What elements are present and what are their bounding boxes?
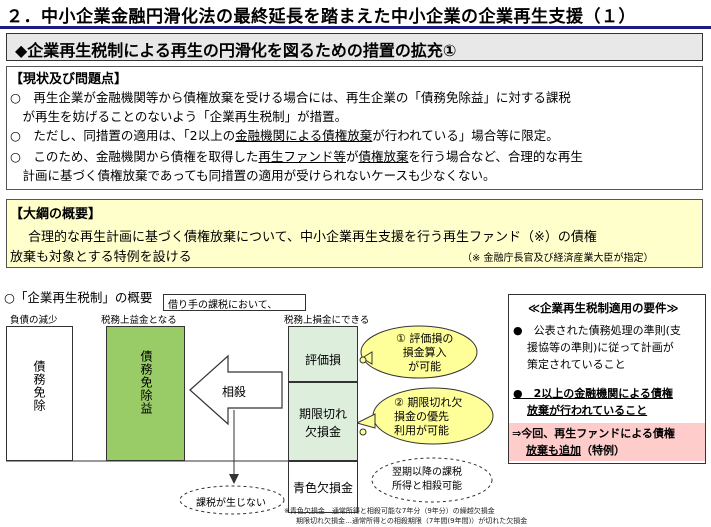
requirements-new-highlight: [509, 423, 705, 461]
issue-line-3-underline: 金融機関による債権放棄: [235, 128, 373, 143]
expired-loss-label-2: 欠損金: [304, 425, 341, 439]
requirement-1-line-3: 策定されていること: [527, 358, 626, 371]
outline-heading: 【大綱の概要】: [10, 207, 102, 222]
page-title: ２．中小企業金融円滑化法の最終延長を踏まえた中小企業の企業再生支援（１）: [6, 7, 636, 27]
issue-line-1: ○ 再生企業が金融機関等から債権放棄を受ける場合には、再生企業の「債務免除益」に…: [10, 90, 571, 105]
requirement-2-line-2: 放棄が行われていること: [527, 404, 648, 417]
expired-loss-box: 期限切れ欠損金: [288, 382, 358, 461]
title-rule: [0, 26, 711, 29]
requirement-1-line-2: 援協等の準則)に従って計画が: [527, 341, 674, 354]
outline-line-2: 放棄も対象とする特例を設ける: [10, 250, 192, 265]
issue-line-3: ○ ただし、同措置の適用は、「2以上の金融機関による債権放棄が行われている」場合…: [10, 126, 559, 145]
cloud-2-line-3: 利用が可能: [394, 424, 449, 437]
section-subtitle: ◆企業再生税制による再生の円滑化を図るための措置の拡充①: [6, 33, 703, 61]
issue-line-4a: ○ このため、金融機関から債権を取得した: [10, 149, 259, 164]
requirement-1: ● 公表された債務処理の準則(支 援協等の準則)に従って計画が 策定されているこ…: [513, 322, 681, 373]
footnote-2: 期限切れ欠損金…通常所得との相殺期限（7年間(9年間)）が切れた欠損金: [296, 517, 528, 525]
cloud-1-line-3: が可能: [408, 360, 442, 373]
col-label-loss: 税務上損金にできる: [284, 315, 370, 326]
col-label-debt: 負債の減少: [10, 315, 58, 326]
expired-loss-label-1: 期限切れ: [298, 407, 347, 421]
requirement-new: ⇒今回、再生ファンドによる債権 放棄も追加（特例）: [512, 425, 675, 459]
exemption-profit-box: [106, 326, 185, 461]
blue-loss-label: 青色欠損金: [292, 481, 353, 495]
blue-loss-box: 青色欠損金: [288, 461, 358, 513]
requirements-heading: ≪企業再生税制適用の要件≫: [528, 301, 679, 315]
issue-line-2: が再生を妨げることのないよう「企業再生税制」が措置。: [10, 109, 348, 124]
outline-note: （※ 金融庁長官及び経済産業大臣が指定）: [462, 253, 654, 264]
issue-line-4b: が: [345, 149, 359, 164]
outline-box: [6, 199, 703, 268]
requirement-new-line-2b: （特例）: [581, 444, 625, 457]
requirement-2-line-1: ● 2以上の金融機関による債権: [513, 387, 673, 400]
cloud-1-text: ① 評価損の 損金算入 が可能: [396, 332, 453, 374]
issue-line-4: ○ このため、金融機関から債権を取得した再生ファンド等が債権放棄を行う場合など、…: [10, 147, 583, 166]
diagram-callout: 借り手の課税において、: [163, 294, 306, 311]
no-tax-label: 課税が生じない: [196, 498, 266, 509]
issues-box: [6, 66, 703, 190]
cloud-1-line-1: ① 評価損の: [396, 332, 454, 345]
valuation-loss-label: 評価損: [304, 353, 341, 367]
cloud-3-line-1: 翌期以降の課税: [392, 467, 462, 478]
issue-line-4-underline-2: 債権放棄: [358, 149, 409, 164]
issue-line-3b: が行われている」場合等に限定。: [372, 128, 559, 143]
cloud-2-line-1: ② 期限切れ欠: [394, 396, 463, 409]
issue-line-4c: を行う場合など、合理的な再生: [408, 149, 583, 164]
issue-line-5: 計画に基づく債権放棄であっても同措置の適用が受けられないケースも少なくない。: [10, 168, 496, 183]
issue-line-3a: ○ ただし、同措置の適用は、「2以上の: [10, 128, 236, 143]
issues-heading: 【現状及び問題点】: [10, 72, 128, 87]
cloud-2-text: ② 期限切れ欠 損金の優先 利用が可能: [394, 396, 462, 438]
requirement-1-line-1: ● 公表された債務処理の準則(支: [513, 324, 681, 337]
col-label-profit: 税務上益金となる: [101, 315, 177, 326]
diagram-title: ○「企業再生税制」の概要: [4, 290, 153, 305]
outline-line-1: 合理的な再生計画に基づく債権放棄について、中小企業再生支援を行う再生ファンド（※…: [28, 230, 597, 245]
footnote-1: ※青色欠損金…通常所得と相殺可能な7年分（9年分）の繰越欠損金: [284, 507, 495, 515]
cloud-3-text: 翌期以降の課税 所得と相殺可能: [392, 466, 462, 494]
cloud-3-line-2: 所得と相殺可能: [392, 481, 462, 492]
cloud-2-line-2: 損金の優先: [394, 410, 449, 423]
debt-exempt-label: 債務免除: [31, 360, 48, 412]
valuation-loss-box: 評価損: [288, 326, 358, 382]
issue-line-4-underline-1: 再生ファンド等: [258, 149, 346, 164]
requirement-2: ● 2以上の金融機関による債権 放棄が行われていること: [513, 385, 673, 419]
cloud-1-line-2: 損金算入: [402, 346, 447, 359]
offset-label: 相殺: [222, 385, 247, 399]
requirement-new-line-2a: 放棄も追加: [526, 444, 581, 457]
exemption-profit-label: 債務免除益: [139, 350, 153, 415]
requirement-new-line-1: ⇒今回、再生ファンドによる債権: [512, 427, 675, 440]
